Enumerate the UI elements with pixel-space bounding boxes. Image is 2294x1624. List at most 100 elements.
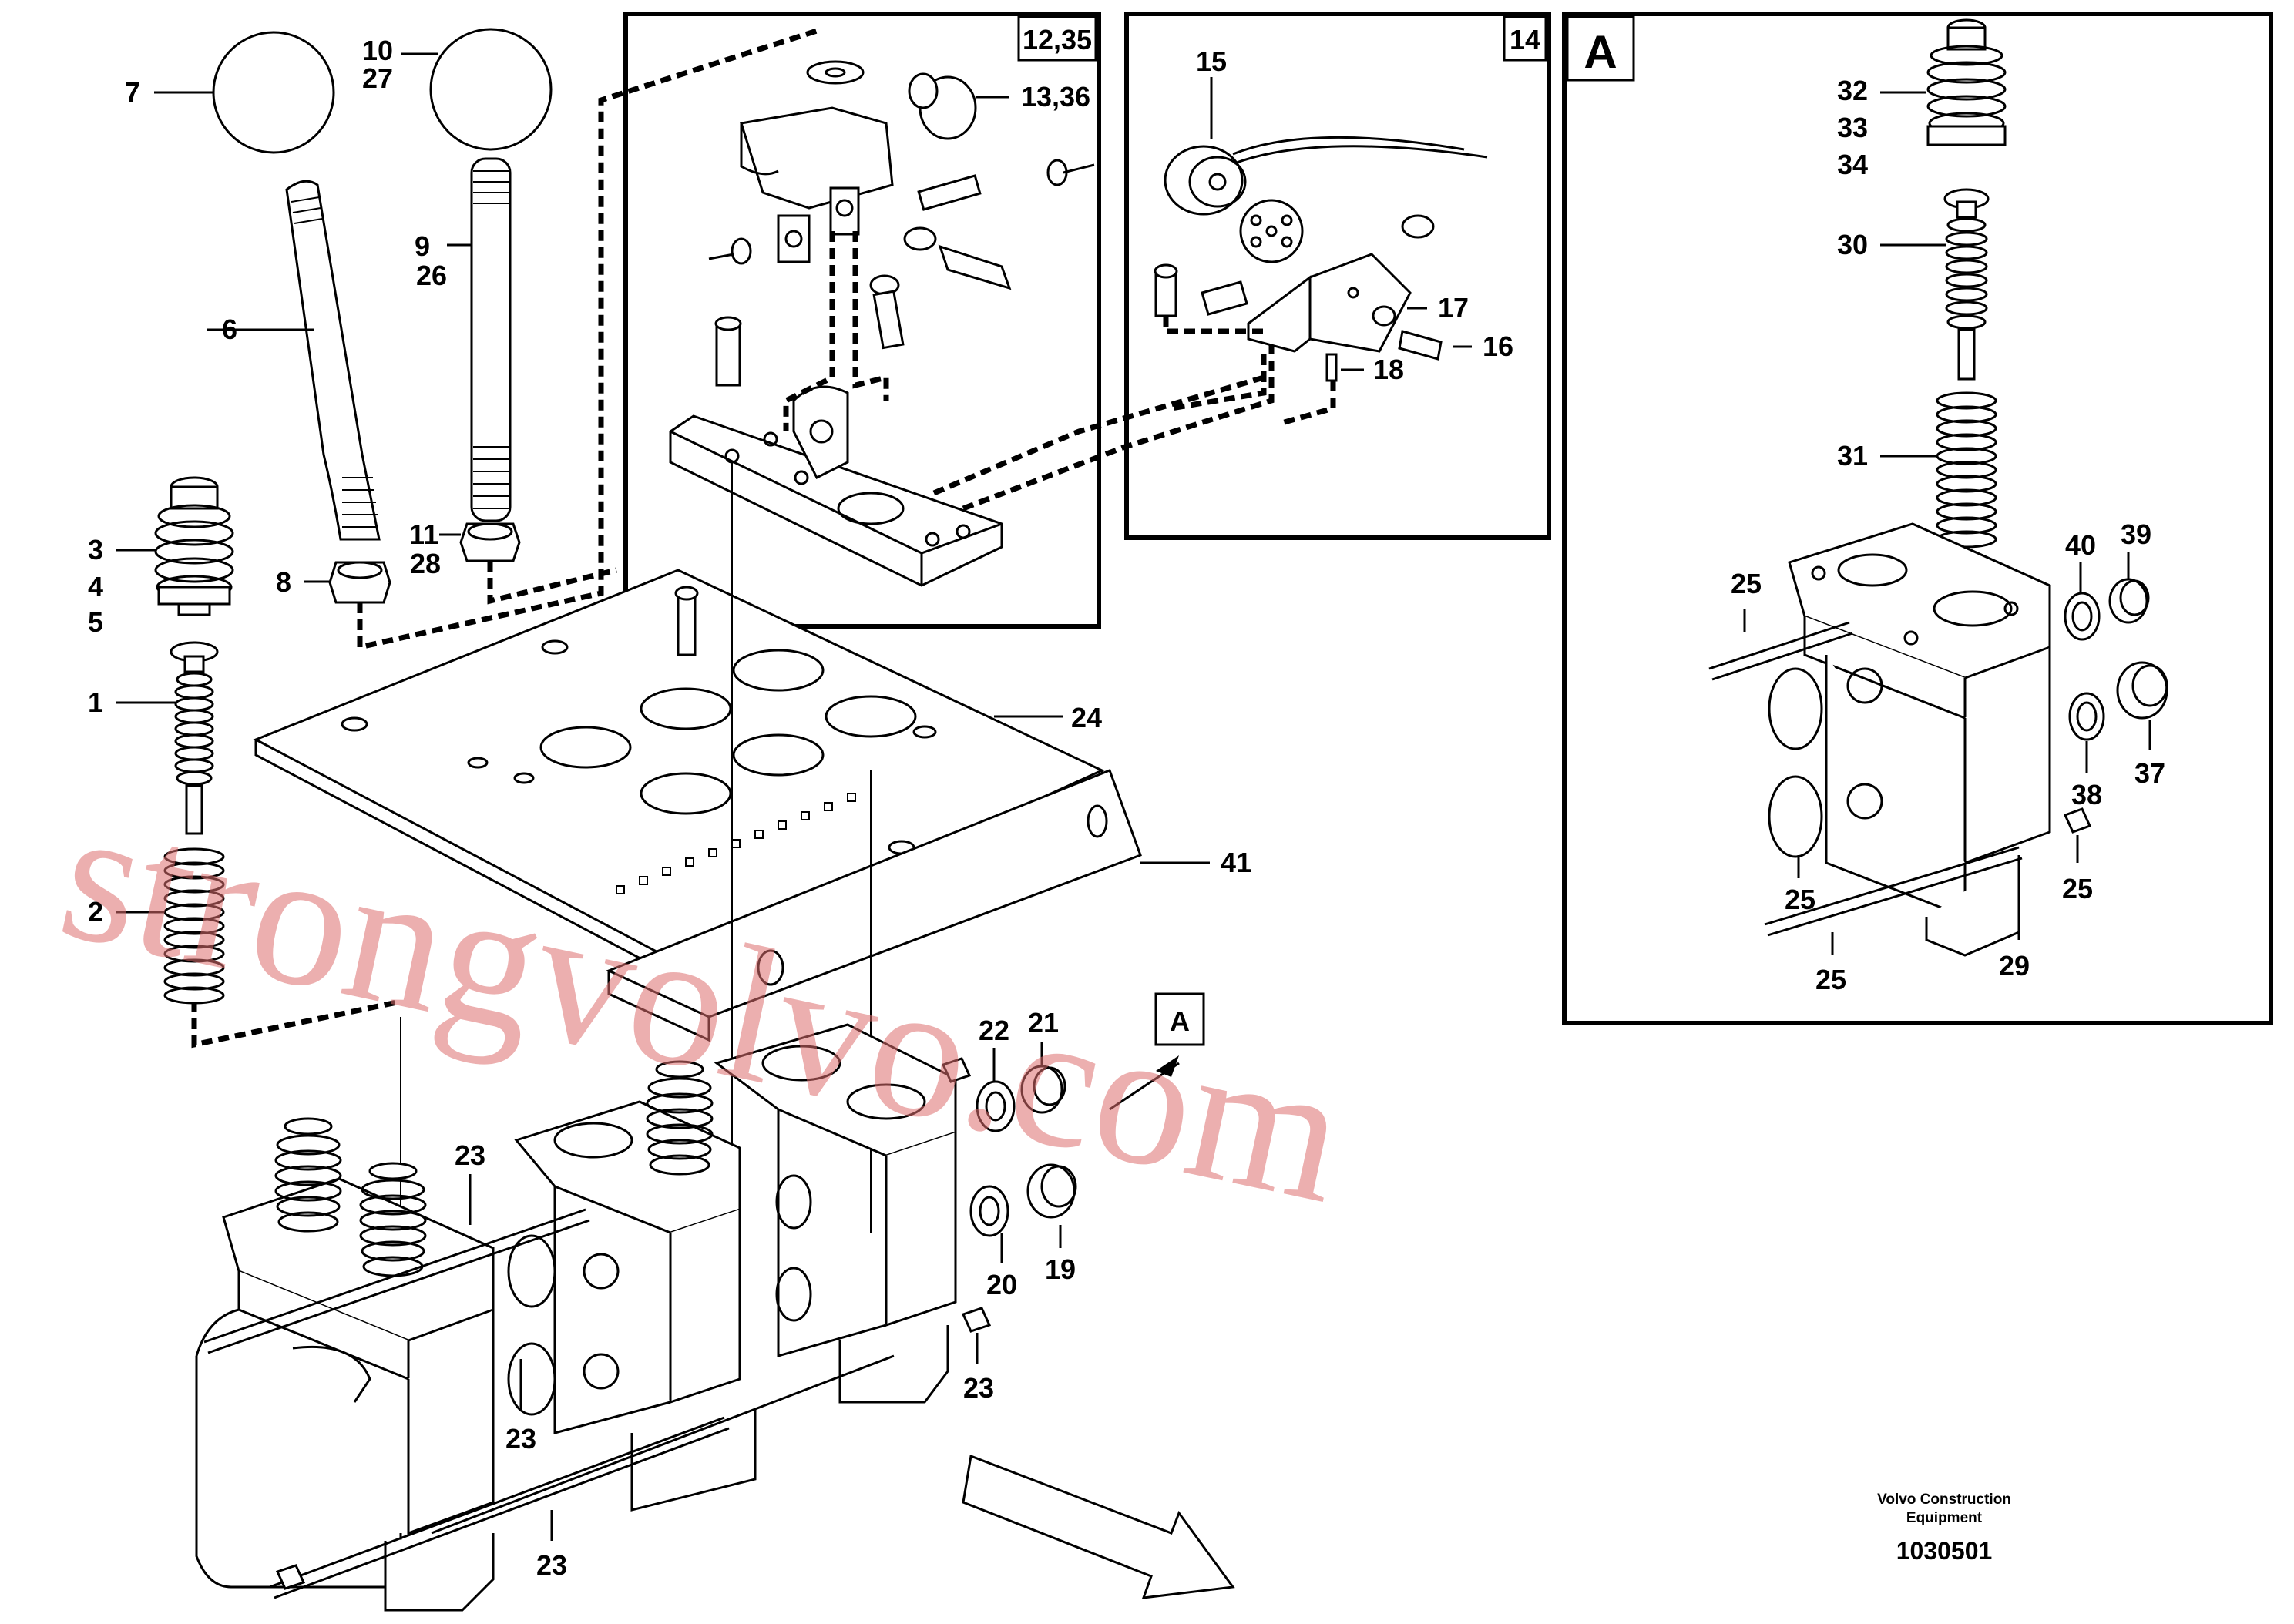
label-31: 31 [1837,440,1868,471]
label-1: 1 [88,686,103,718]
label-15: 15 [1196,45,1227,77]
label-17: 17 [1438,292,1469,324]
pin [917,174,982,211]
label-10: 10 [362,35,393,66]
frame-tag-12-35 [1017,15,1097,62]
nut-11 [459,522,521,562]
label-19: 19 [1045,1253,1076,1285]
label-25-right: 25 [2062,873,2093,904]
frame-tag-14 [1503,15,1547,62]
label-12-35: 12,35 [1023,24,1092,55]
valve-section-mid [514,1100,757,1512]
plunger-30 [1943,188,1990,381]
sensor-disc [1239,199,1304,263]
bolt-16 [1398,330,1443,361]
label-23-right: 23 [963,1372,994,1404]
label-23-bottom: 23 [536,1549,567,1581]
drawing-number: 1030501 [1896,1537,1993,1565]
view-a-tag [1154,992,1205,1046]
label-32: 32 [1837,75,1868,106]
nut-23-front [275,1564,306,1590]
bolt [938,244,1012,290]
seal-20 [969,1185,1009,1237]
label-33: 33 [1837,112,1868,143]
washer-top [806,60,865,85]
bracket-41 [606,769,1142,1042]
company-line-1: Volvo Construction [1877,1491,2011,1508]
label-5: 5 [88,606,103,638]
label-14: 14 [1510,24,1540,55]
label-25-top: 25 [1731,568,1762,599]
tie-rod-upper [203,1208,590,1354]
valve-body-29 [1788,522,2051,957]
button-13 [908,72,977,140]
label-29: 29 [1999,950,2030,981]
label-3: 3 [88,534,103,565]
label-a-small: A [1170,1005,1190,1037]
label-7: 7 [125,76,140,108]
label-25-mid: 25 [1785,884,1815,915]
detail-frame-14 [1124,12,1551,540]
seal-40 [2064,592,2101,641]
spring-2 [163,847,225,1005]
valve-spring-1 [274,1117,342,1233]
knob-7 [212,31,335,154]
spring-cap-3 [154,476,234,616]
plug-39 [2108,578,2150,624]
plug-19 [1026,1163,1077,1219]
company-line-2: Equipment [1906,1510,1983,1526]
label-39: 39 [2121,518,2151,550]
nut-22 [941,1057,972,1083]
tie-rod-lower [269,1354,895,1599]
valve-section-front [195,1177,495,1612]
seal-38 [2068,692,2105,741]
label-37: 37 [2134,757,2165,789]
pin-18 [1325,353,1338,382]
label-27: 27 [362,62,393,94]
spring-31 [1936,391,1997,549]
label-2: 2 [88,896,103,928]
spring-assembly-32 [1926,18,2007,146]
direction-arrow [962,1454,1235,1599]
label-4: 4 [88,571,103,602]
label-23-mid: 23 [505,1423,536,1455]
sensor-bracket [1247,253,1412,353]
nut-25 [2063,807,2092,834]
valve-section-rear [714,1023,957,1404]
label-34: 34 [1837,149,1868,180]
label-9: 9 [415,230,430,262]
seal-22 [976,1080,1016,1132]
label-18: 18 [1373,354,1404,385]
washer [903,226,937,251]
label-25-bottom: 25 [1815,964,1846,995]
detail-frame-a [1562,12,2273,1025]
label-21: 21 [1028,1007,1059,1038]
label-28: 28 [410,548,441,579]
label-6: 6 [222,314,237,345]
screw [715,322,741,387]
label-20: 20 [986,1269,1017,1300]
frame-tag-a [1566,15,1635,82]
knob-10 [429,28,553,151]
detail-frame-12-35 [623,12,1101,629]
valve-spring-3 [646,1060,714,1176]
lever-9 [470,157,512,522]
label-8: 8 [276,566,291,598]
lever-6 [285,180,381,541]
label-40: 40 [2065,529,2096,561]
plug-37 [2116,661,2168,720]
label-24: 24 [1071,702,1102,733]
label-22: 22 [979,1015,1009,1046]
lever-bracket-12 [740,106,894,263]
sensor-15 [1164,136,1488,216]
label-16: 16 [1483,331,1513,362]
nut-23-side [961,1307,992,1333]
plunger-1 [170,641,219,835]
label-11: 11 [409,518,438,550]
label-38: 38 [2071,779,2102,810]
label-a-box: A [1584,26,1617,78]
label-13-36: 13,36 [1021,81,1090,112]
lever-base-plate [669,385,1003,587]
